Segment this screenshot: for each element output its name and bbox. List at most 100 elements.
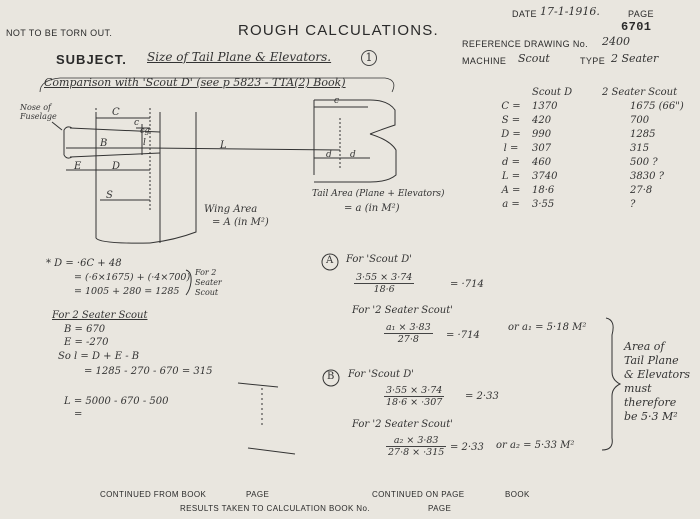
table-header-scout: Scout D	[532, 87, 573, 98]
reference-value: 2400	[602, 35, 630, 48]
table-cell: 3·55	[532, 199, 555, 210]
table-cell: A =	[501, 185, 521, 196]
footer-book-label: BOOK	[505, 490, 530, 499]
for-two-seater-note: For 2 Seater Scout	[195, 268, 222, 297]
not-torn-label: NOT TO BE TORN OUT.	[6, 28, 113, 38]
table-row: D = 990 1285	[490, 128, 690, 142]
results-taken-label: RESULTS TAKEN TO CALCULATION BOOK No.	[180, 504, 370, 513]
L-eq: =	[74, 409, 83, 420]
dim-C-label: C	[112, 107, 120, 118]
table-cell: 1285	[630, 129, 656, 140]
e-value: E = -270	[64, 337, 109, 348]
table-cell: 1675 (66")	[630, 101, 684, 112]
continued-from-label: CONTINUED FROM BOOK	[100, 490, 207, 499]
machine-label: MACHINE	[462, 56, 507, 66]
b2-result: = 2·33	[450, 442, 484, 453]
side-note-line: Area of	[624, 340, 665, 353]
side-note-line: & Elevators	[624, 368, 691, 381]
table-cell: C =	[501, 101, 521, 112]
two-seater-heading: For 2 Seater Scout	[52, 310, 148, 321]
table-cell: 420	[532, 115, 552, 126]
nose-label: Nose of Fuselage	[20, 103, 57, 121]
type-label: TYPE	[580, 56, 606, 66]
b-result: = 2·33	[465, 391, 499, 402]
dim-B-label: B	[100, 138, 108, 149]
side-note: Area of Tail Plane & Elevators must ther…	[624, 340, 700, 424]
subject-number: 1	[361, 50, 377, 66]
a2-fraction: a₁ × 3·83 27·8	[384, 322, 433, 345]
sheet-title: ROUGH CALCULATIONS.	[238, 22, 439, 39]
b-denominator: 18·6 × ·307	[386, 397, 443, 408]
side-note-line: be 5·3 M²	[624, 410, 678, 423]
dim-l-label: l	[143, 138, 146, 148]
tail-d2-label: d	[350, 150, 356, 160]
table-cell: 27·8	[630, 185, 653, 196]
table-header-row: Scout D 2 Seater Scout	[490, 86, 690, 100]
reference-label: REFERENCE DRAWING No.	[462, 39, 589, 49]
table-cell: a =	[502, 199, 520, 210]
tail-area-label: Tail Area (Plane + Elevators)	[312, 189, 445, 199]
b-numerator: 3·55 × 3·74	[384, 385, 445, 397]
dim-E-label: E	[74, 161, 82, 172]
side-note-line: must therefore	[624, 382, 677, 409]
page-label: PAGE	[628, 9, 654, 19]
b-for-two-seater: For '2 Seater Scout'	[352, 419, 453, 430]
table-header-seater: 2 Seater Scout	[602, 87, 678, 98]
continued-on-label: CONTINUED ON PAGE	[372, 490, 465, 499]
table-cell: 460	[532, 157, 552, 168]
table-cell: D =	[501, 129, 521, 140]
dim-c-label: c	[134, 118, 140, 128]
table-cell: d =	[502, 157, 520, 168]
table-cell: 315	[630, 143, 650, 154]
machine-value: Scout	[518, 52, 550, 65]
b-value: B = 670	[64, 324, 106, 335]
table-cell: S =	[501, 115, 521, 126]
table-cell: l =	[503, 143, 519, 154]
dim-S-label: S	[106, 190, 113, 201]
subject-value: Size of Tail Plane & Elevators.	[147, 50, 332, 64]
table-cell: 3740	[532, 171, 558, 182]
b-fraction: 3·55 × 3·74 18·6 × ·307	[384, 385, 445, 408]
b2-or: or a₂ = 5·33 M²	[496, 440, 575, 451]
circle-B-label: B	[327, 371, 335, 382]
wing-area-value: = A (in M²)	[212, 217, 269, 228]
table-row: a = 3·55?	[490, 198, 690, 212]
L-formula: L = 5000 - 670 - 500	[64, 396, 169, 407]
dim-L-label: L	[220, 140, 227, 151]
a2-denominator: 27·8	[397, 334, 419, 345]
d-formula: * D = ·6C + 48	[46, 258, 122, 269]
circle-A-label: A	[326, 255, 334, 266]
a-for-scout: For 'Scout D'	[346, 254, 412, 265]
footer-page2-label: PAGE	[428, 504, 452, 513]
a2-numerator: a₁ × 3·83	[384, 322, 433, 334]
tail-area-value: = a (in M²)	[344, 203, 400, 214]
table-cell: ?	[630, 199, 636, 210]
a-result: = ·714	[450, 279, 484, 290]
table-row: d = 460 500 ?	[490, 156, 690, 170]
type-value: 2 Seater	[611, 52, 659, 65]
subject-label: SUBJECT.	[56, 52, 127, 67]
b2-denominator: 27·8 × ·315	[388, 447, 445, 458]
d-formula-line3: = 1005 + 280 = 1285	[74, 286, 180, 297]
dim-D-label: D	[112, 161, 121, 172]
table-cell: 500 ?	[630, 157, 658, 168]
b-for-scout: For 'Scout D'	[348, 369, 414, 380]
side-note-line: Tail Plane	[624, 354, 679, 367]
table-cell: L =	[501, 171, 521, 182]
footer-page-label: PAGE	[246, 490, 270, 499]
table-cell: 18·6	[532, 185, 555, 196]
date-label: DATE	[512, 9, 537, 19]
d-formula-line2: = (·6×1675) + (·4×700)	[74, 272, 191, 283]
page-number: 6701	[621, 20, 652, 34]
so-formula: So l = D + E - B	[58, 351, 140, 362]
a-numerator: 3·55 × 3·74	[354, 272, 415, 284]
a2-or: or a₁ = 5·18 M²	[508, 322, 587, 333]
date-value: 17-1-1916.	[540, 5, 600, 18]
table-cell: 990	[532, 129, 552, 140]
tail-c-label: c	[334, 96, 340, 106]
